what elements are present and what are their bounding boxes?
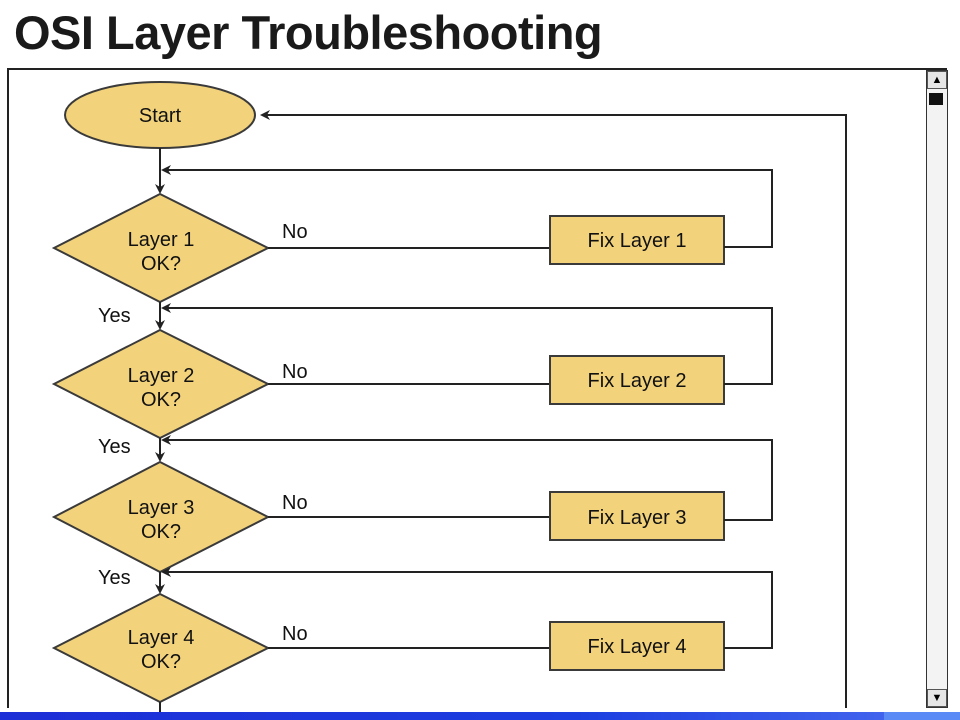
layer1-question-line2: OK?: [141, 253, 181, 275]
layer2-question-line2: OK?: [141, 389, 181, 411]
layer3-yes-label: Yes: [98, 567, 131, 589]
layer3-question-line1: Layer 3: [128, 497, 195, 519]
fix-layer2-node: [549, 355, 725, 405]
flowchart-diagram: Start Layer 1 OK? No Fix Layer 1 Yes Lay…: [51, 81, 847, 712]
fix-layer2-label: Fix Layer 2: [588, 370, 687, 392]
fix-layer4-return-line: [161, 567, 773, 649]
fix-layer1-node: [549, 215, 725, 265]
bottom-accent-bar: [0, 712, 960, 720]
layer4-question-line1: Layer 4: [128, 627, 195, 649]
bottom-accent-bar-end: [884, 712, 960, 720]
layer3-no-label: No: [282, 492, 308, 514]
layer2-yes-label: Yes: [98, 436, 131, 458]
layer4-question-line2: OK?: [141, 651, 181, 673]
layer1-yes-label: Yes: [98, 305, 131, 327]
fix-layer3-node: [549, 491, 725, 541]
diagram-frame: [7, 68, 947, 708]
fix-layer1-label: Fix Layer 1: [588, 230, 687, 252]
fix-layer4-node: [549, 621, 725, 671]
layer3-question-line2: OK?: [141, 521, 181, 543]
layer1-no-label: No: [282, 221, 308, 243]
layer4-no-label: No: [282, 623, 308, 645]
start-label: Start: [139, 105, 182, 127]
fix-layer4-label: Fix Layer 4: [588, 636, 687, 658]
layer1-question-line1: Layer 1: [128, 229, 195, 251]
layer2-no-label: No: [282, 361, 308, 383]
fix-layer1-return-line: [161, 165, 773, 248]
fix-layer2-return-line: [161, 303, 773, 385]
loop-to-start-line: [260, 110, 847, 708]
fix-layer3-label: Fix Layer 3: [588, 507, 687, 529]
fix-layer3-return-line: [161, 435, 773, 521]
arrow-down-icon[interactable]: ▼: [927, 689, 947, 707]
vertical-scrollbar[interactable]: ▲ ▼: [926, 70, 948, 708]
arrow-up-icon[interactable]: ▲: [927, 71, 947, 89]
page-title: OSI Layer Troubleshooting: [14, 6, 603, 59]
scrollbar-thumb[interactable]: [929, 93, 943, 105]
layer2-question-line1: Layer 2: [128, 365, 195, 387]
